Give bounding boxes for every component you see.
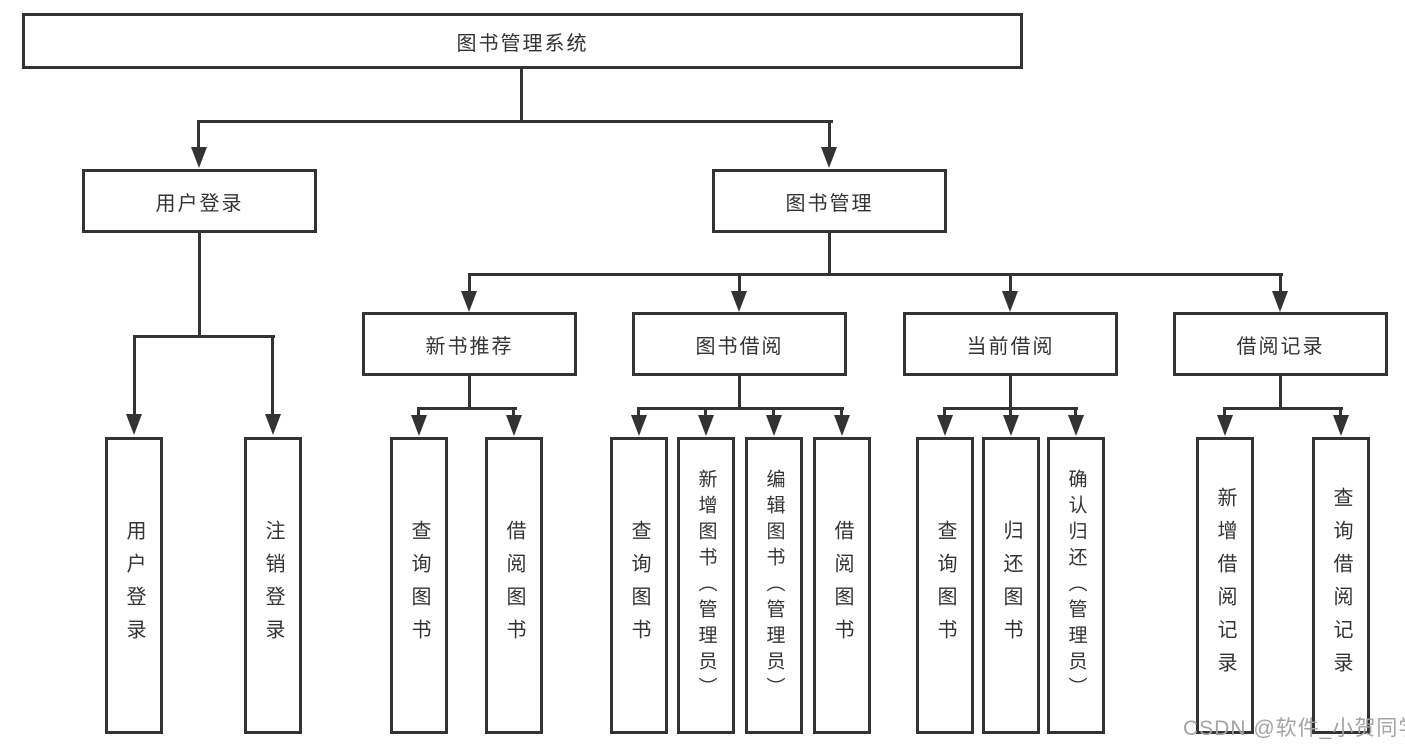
connector-line: [828, 120, 831, 148]
node-current-borrowing: 当前借阅: [903, 312, 1118, 376]
connector-line: [271, 335, 274, 415]
node-leaf-user-login: 用户登录: [105, 437, 163, 734]
node-leaf-query-books-borrowing: 查询图书: [610, 437, 668, 734]
connector-line: [198, 232, 201, 337]
node-book-borrowing-label: 图书借阅: [695, 335, 784, 358]
arrow-down-icon: [411, 415, 427, 436]
arrow-down-icon: [126, 414, 142, 435]
connector-line: [468, 273, 471, 293]
arrow-down-icon: [191, 147, 207, 168]
leaf-label: 新增借阅记录: [1214, 486, 1236, 685]
leaf-label: 查询图书: [408, 519, 430, 652]
arrow-down-icon: [631, 415, 647, 436]
connector-line: [637, 407, 640, 419]
connector-line: [468, 273, 1283, 276]
node-book-management-label: 图书管理: [785, 192, 874, 215]
connector-line: [943, 407, 946, 419]
node-leaf-logout: 注销登录: [244, 437, 302, 734]
node-leaf-query-borrow-record: 查询借阅记录: [1312, 437, 1370, 734]
connector-line: [417, 407, 517, 410]
leaf-label: 编辑图书（管理员）: [763, 468, 785, 703]
leaf-label: 借阅图书: [831, 519, 853, 652]
arrow-down-icon: [1068, 415, 1084, 436]
arrow-down-icon: [461, 291, 477, 312]
node-new-book-recommendation-label: 新书推荐: [425, 335, 514, 358]
leaf-label: 确认归还（管理员）: [1065, 468, 1087, 703]
leaf-label: 用户登录: [123, 519, 145, 652]
connector-line: [1223, 407, 1343, 410]
leaf-label: 归还图书: [1000, 519, 1022, 652]
connector-line: [1074, 407, 1077, 419]
node-user-login-label: 用户登录: [155, 192, 244, 215]
connector-line: [1279, 374, 1282, 410]
node-new-book-recommendation: 新书推荐: [362, 312, 577, 376]
node-leaf-add-borrow-record: 新增借阅记录: [1196, 437, 1254, 734]
connector-line: [738, 374, 741, 410]
arrow-down-icon: [1272, 291, 1288, 312]
connector-line: [738, 273, 741, 293]
connector-line: [520, 67, 523, 122]
csdn-watermark: CSDN @软件_小贺同学: [1183, 717, 1405, 740]
arrow-down-icon: [506, 415, 522, 436]
connector-line: [772, 407, 775, 419]
leaf-label: 查询图书: [934, 519, 956, 652]
leaf-label: 查询借阅记录: [1330, 486, 1352, 685]
leaf-label: 借阅图书: [503, 519, 525, 652]
node-leaf-borrow-books-recommend: 借阅图书: [485, 437, 543, 734]
connector-line: [197, 120, 833, 123]
leaf-label: 新增图书（管理员）: [695, 468, 717, 703]
connector-line: [417, 407, 420, 419]
node-root: 图书管理系统: [22, 13, 1023, 69]
arrow-down-icon: [1003, 415, 1019, 436]
connector-line: [637, 407, 844, 410]
node-leaf-query-books-current: 查询图书: [916, 437, 974, 734]
arrow-down-icon: [821, 147, 837, 168]
arrow-down-icon: [834, 415, 850, 436]
arrow-down-icon: [1217, 415, 1233, 436]
node-leaf-return-books: 归还图书: [982, 437, 1040, 734]
node-leaf-borrow-books: 借阅图书: [813, 437, 871, 734]
connector-line: [133, 335, 136, 415]
node-book-borrowing: 图书借阅: [632, 312, 847, 376]
node-borrowing-records-label: 借阅记录: [1236, 335, 1325, 358]
leaf-label: 查询图书: [628, 519, 650, 652]
node-current-borrowing-label: 当前借阅: [966, 335, 1055, 358]
connector-line: [1009, 407, 1012, 419]
arrow-down-icon: [265, 414, 281, 435]
node-leaf-add-book-admin: 新增图书（管理员）: [677, 437, 735, 734]
arrow-down-icon: [937, 415, 953, 436]
arrow-down-icon: [1333, 415, 1349, 436]
connector-line: [468, 374, 471, 410]
connector-line: [1223, 407, 1226, 419]
leaf-label: 注销登录: [262, 519, 284, 652]
arrow-down-icon: [1002, 291, 1018, 312]
node-leaf-edit-book-admin: 编辑图书（管理员）: [745, 437, 803, 734]
connector-line: [1339, 407, 1342, 419]
arrow-down-icon: [766, 415, 782, 436]
node-user-login: 用户登录: [82, 169, 317, 233]
connector-line: [704, 407, 707, 419]
connector-line: [133, 335, 275, 338]
node-leaf-confirm-return-admin: 确认归还（管理员）: [1047, 437, 1105, 734]
connector-line: [840, 407, 843, 419]
connector-line: [1009, 273, 1012, 293]
arrow-down-icon: [731, 291, 747, 312]
connector-line: [1009, 374, 1012, 410]
connector-line: [512, 407, 515, 419]
node-root-label: 图书管理系统: [456, 32, 589, 55]
node-borrowing-records: 借阅记录: [1173, 312, 1388, 376]
node-leaf-query-books-recommend: 查询图书: [390, 437, 448, 734]
connector-line: [828, 232, 831, 275]
node-book-management: 图书管理: [712, 169, 947, 233]
arrow-down-icon: [698, 415, 714, 436]
connector-line: [1279, 273, 1282, 293]
connector-line: [197, 120, 200, 148]
